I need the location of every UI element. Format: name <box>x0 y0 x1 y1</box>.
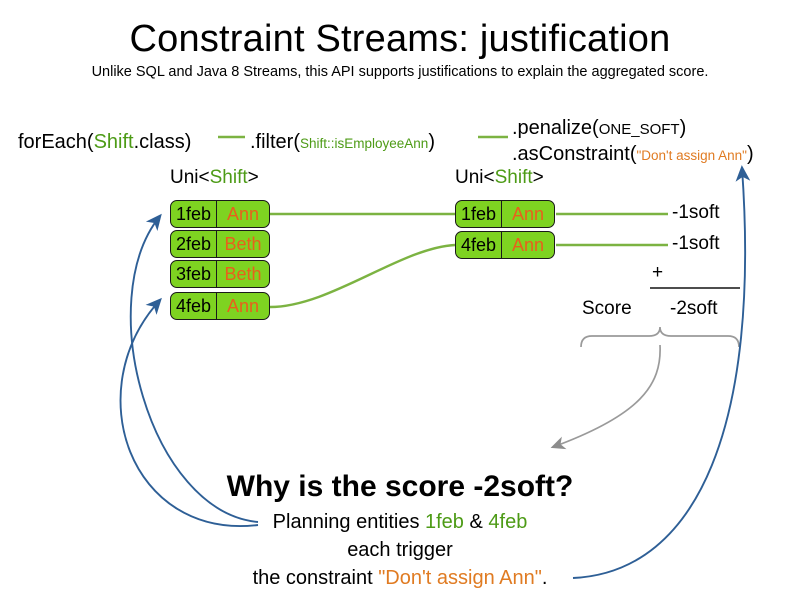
code-asconstraint-suffix: ) <box>746 143 754 165</box>
stream-label-left-type: Shift <box>209 167 248 188</box>
brace-to-heading-arrow <box>550 344 661 450</box>
sum-operator: + <box>652 262 664 283</box>
shift-date: 3feb <box>171 261 217 287</box>
stream-label-right: Uni<Shift> <box>455 167 544 189</box>
code-filter: .filter(Shift::isEmployeeAnn) <box>250 131 435 154</box>
code-filter-suffix: ) <box>428 131 435 153</box>
explanation-line-1-amp: & <box>463 511 489 533</box>
explanation-constraint-name: "Don't assign Ann" <box>378 567 542 589</box>
shift-row[interactable]: 1feb Ann <box>455 200 555 228</box>
shift-row[interactable]: 1feb Ann <box>170 200 270 228</box>
page-subtitle: Unlike SQL and Java 8 Streams, this API … <box>91 64 709 80</box>
code-filter-prefix: .filter( <box>250 131 300 153</box>
code-penalize-prefix: .penalize( <box>512 117 599 139</box>
shift-date: 2feb <box>171 231 217 257</box>
explanation-line-2: each trigger <box>347 539 453 561</box>
explanation-line-1: Planning entities 1feb & 4feb <box>0 511 800 534</box>
code-penalize-suffix: ) <box>679 117 687 139</box>
shift-employee: Ann <box>226 203 260 224</box>
shift-row[interactable]: 2feb Beth <box>170 230 270 258</box>
stream-label-right-type: Shift <box>494 167 533 188</box>
code-foreach: forEach(Shift.class) <box>18 131 191 154</box>
shift-date: 1feb <box>171 201 217 227</box>
stream-label-right-prefix: Uni< <box>455 167 495 188</box>
shift-employee: Ann <box>511 203 545 224</box>
shift-employee: Ann <box>511 234 545 255</box>
explanation-line-3-suffix: . <box>541 567 548 589</box>
shift-row[interactable]: 4feb Ann <box>170 292 270 320</box>
code-asconstraint-prefix: .asConstraint( <box>512 143 637 165</box>
score-label: Score <box>582 298 632 319</box>
flow-line-4feb <box>269 243 456 309</box>
code-foreach-suffix: .class) <box>133 131 192 153</box>
shift-employee: Beth <box>224 263 262 284</box>
code-asconstraint: .asConstraint("Don't assign Ann") <box>512 143 754 166</box>
shift-employee: Ann <box>226 295 260 316</box>
explanation-line-3-prefix: the constraint <box>252 567 379 589</box>
penalty-label: -1soft <box>672 202 720 223</box>
code-penalize-arg: ONE_SOFT <box>598 121 680 138</box>
code-filter-arg: Shift::isEmployeeAnn <box>300 136 429 151</box>
shift-employee: Beth <box>224 233 262 254</box>
shift-date: 1feb <box>456 201 502 227</box>
explanation-heading: Why is the score -2soft? <box>226 470 574 503</box>
stream-label-right-suffix: > <box>532 167 544 188</box>
stream-label-left: Uni<Shift> <box>170 167 259 189</box>
explanation-line-1-prefix: Planning entities <box>272 511 425 533</box>
score-total: -2soft <box>670 298 718 319</box>
shift-row[interactable]: 3feb Beth <box>170 260 270 288</box>
explanation-line-3: the constraint "Don't assign Ann". <box>0 567 800 590</box>
explanation-entity-1feb: 1feb <box>425 511 464 533</box>
shift-date: 4feb <box>171 293 217 319</box>
code-penalize: .penalize(ONE_SOFT) <box>512 117 686 140</box>
shift-date: 4feb <box>456 232 502 258</box>
page-title: Constraint Streams: justification <box>129 18 671 60</box>
shift-row[interactable]: 4feb Ann <box>455 231 555 259</box>
stream-label-left-suffix: > <box>247 167 259 188</box>
code-foreach-type: Shift <box>93 131 134 153</box>
explanation-entity-4feb: 4feb <box>488 511 528 533</box>
code-asconstraint-arg: "Don't assign Ann" <box>636 148 747 163</box>
code-foreach-prefix: forEach( <box>18 131 94 153</box>
penalty-label: -1soft <box>672 233 720 254</box>
score-brace <box>580 326 740 348</box>
stream-label-left-prefix: Uni< <box>170 167 210 188</box>
